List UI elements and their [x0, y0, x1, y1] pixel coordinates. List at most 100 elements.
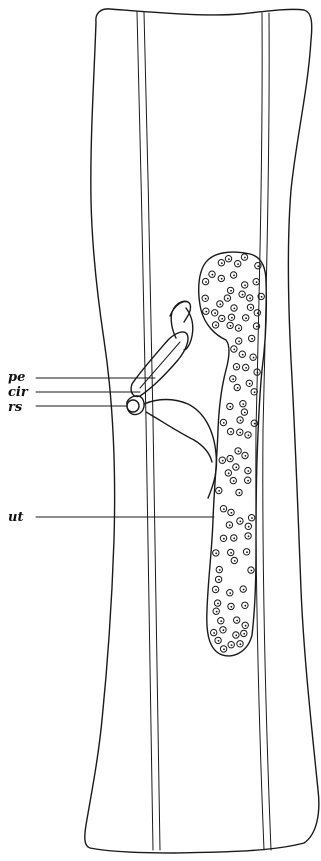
- seminal-duct-lower: [146, 412, 212, 462]
- egg-nucleus: [215, 589, 217, 591]
- label-pe: pe: [8, 370, 25, 385]
- egg-nucleus: [237, 387, 239, 389]
- egg-nucleus: [240, 420, 242, 422]
- egg-nucleus: [205, 281, 207, 283]
- egg-nucleus: [231, 317, 233, 319]
- egg-nucleus: [251, 570, 253, 572]
- body-outline: [85, 9, 319, 853]
- egg-nucleus: [216, 611, 218, 613]
- egg-nucleus: [219, 569, 221, 571]
- egg-nucleus: [230, 552, 232, 554]
- egg-nucleus: [223, 538, 225, 540]
- egg-nucleus: [223, 422, 225, 424]
- egg-nucleus: [253, 357, 255, 359]
- egg-nucleus: [245, 367, 247, 369]
- egg-nucleus: [230, 325, 232, 327]
- right-canal-inner: [263, 13, 271, 850]
- label-rs: rs: [8, 400, 23, 415]
- egg-nucleus: [248, 535, 250, 537]
- egg-nucleus: [248, 434, 250, 436]
- egg-nucleus: [257, 312, 259, 314]
- egg-nucleus: [228, 472, 230, 474]
- egg-nucleus: [233, 275, 235, 277]
- egg-nucleus: [246, 551, 248, 553]
- egg-nucleus: [219, 303, 221, 305]
- egg-nucleus: [218, 640, 220, 642]
- egg-nucleus: [244, 257, 246, 259]
- egg-nucleus: [229, 524, 231, 526]
- egg-nucleus: [248, 526, 250, 528]
- egg-nucleus: [223, 629, 225, 631]
- egg-nucleus: [236, 620, 238, 622]
- penis-hook: [170, 302, 188, 316]
- egg-nucleus: [243, 633, 245, 635]
- egg-nucleus: [229, 406, 231, 408]
- egg-nucleus: [217, 603, 219, 605]
- egg-nucleus: [247, 470, 249, 472]
- egg-nucleus: [245, 625, 247, 627]
- egg-nucleus: [205, 311, 207, 313]
- egg-nucleus: [221, 318, 223, 320]
- egg-nucleus: [247, 480, 249, 482]
- egg-nucleus: [205, 298, 207, 300]
- egg-nucleus: [212, 274, 214, 276]
- egg-nucleus: [238, 328, 240, 330]
- egg-nucleus: [232, 378, 234, 380]
- egg-nucleus: [229, 592, 231, 594]
- egg-nucleus: [215, 324, 217, 326]
- egg-nucleus: [257, 265, 259, 267]
- label-cir: cir: [8, 385, 29, 400]
- egg-nucleus: [238, 341, 240, 343]
- egg-nucleus: [239, 521, 241, 523]
- egg-nucleus: [256, 281, 258, 283]
- egg-nucleus: [254, 423, 256, 425]
- egg-nucleus: [221, 262, 223, 264]
- egg-nucleus: [251, 338, 253, 340]
- egg-nucleus: [239, 492, 241, 494]
- egg-nucleus: [238, 450, 240, 452]
- egg-nucleus: [230, 458, 232, 460]
- egg-nucleus: [250, 307, 252, 309]
- egg-nucleus: [243, 589, 245, 591]
- egg-nucleus: [222, 460, 224, 462]
- egg-nucleus: [245, 317, 247, 319]
- egg-nucleus: [220, 620, 222, 622]
- egg-nucleus: [254, 391, 256, 393]
- cirrus-sac: [131, 332, 188, 396]
- egg-nucleus: [236, 366, 238, 368]
- egg-nucleus: [223, 508, 225, 510]
- egg-nucleus: [233, 349, 235, 351]
- egg-nucleus: [231, 644, 233, 646]
- egg-nucleus: [235, 467, 237, 469]
- egg-nucleus: [244, 412, 246, 414]
- egg-nucleus: [244, 284, 246, 286]
- egg-nucleus: [245, 455, 247, 457]
- egg-nucleus: [242, 403, 244, 405]
- egg-nucleus: [257, 372, 259, 374]
- egg-nucleus: [234, 308, 236, 310]
- egg-nucleus: [249, 383, 251, 385]
- egg-nucleus: [242, 294, 244, 296]
- egg-nucleus: [239, 432, 241, 434]
- egg-nucleus: [221, 278, 223, 280]
- egg-nucleus: [235, 635, 237, 637]
- label-ut: ut: [8, 510, 23, 525]
- egg-nucleus: [223, 648, 225, 650]
- egg-nucleus: [230, 431, 232, 433]
- egg-nucleus: [230, 290, 232, 292]
- egg-nucleus: [242, 354, 244, 356]
- egg-nucleus: [237, 263, 239, 265]
- egg-nucleus: [227, 298, 229, 300]
- egg-nucleus: [234, 560, 236, 562]
- egg-nucleus: [240, 643, 242, 645]
- egg-nucleus: [233, 480, 235, 482]
- egg-nucleus: [231, 606, 233, 608]
- egg-nucleus: [251, 517, 253, 519]
- egg-nucleus: [233, 537, 235, 539]
- egg-nucleus: [228, 258, 230, 260]
- egg-nucleus: [261, 296, 263, 298]
- egg-nucleus: [218, 490, 220, 492]
- egg-nucleus: [218, 579, 220, 581]
- left-canal-outer: [137, 12, 153, 850]
